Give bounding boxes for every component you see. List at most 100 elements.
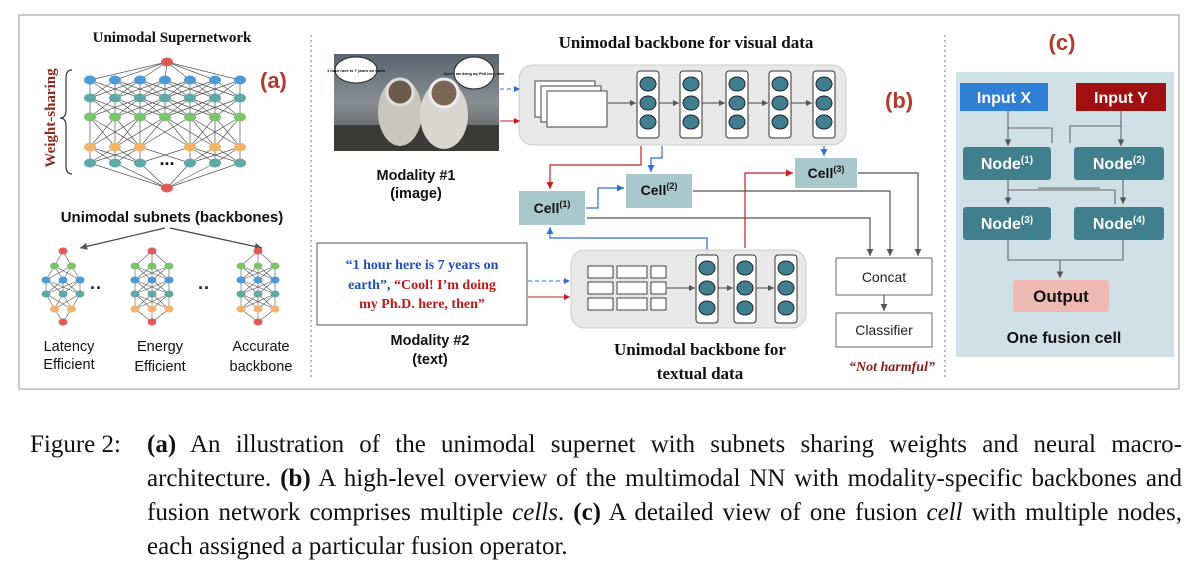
supernet-node: [84, 112, 96, 122]
textual-backbone-title-2: textual data: [657, 364, 744, 383]
visual-neuron: [815, 76, 833, 92]
caption-a-text: An illustration of the unimodal supernet…: [147, 431, 1182, 492]
supernet-node: [159, 75, 171, 85]
textual-backbone-title-1: Unimodal backbone for: [614, 340, 786, 359]
subnet-edge: [54, 293, 81, 310]
subnet-node: [58, 247, 68, 255]
supernet-node: [209, 75, 221, 85]
subnet-node: [164, 305, 174, 313]
subnets-title: Unimodal subnets (backbones): [61, 209, 284, 226]
classifier-label: Classifier: [855, 322, 913, 338]
subnet-node: [75, 290, 85, 298]
supernet-node: [161, 183, 173, 193]
modality1-line1: Modality #1: [377, 168, 456, 184]
subnet-node: [50, 262, 59, 270]
accurate-label-2: backbone: [230, 359, 293, 375]
subnet-node: [253, 262, 263, 270]
supernet-edge: [114, 97, 166, 118]
subnet-node: [164, 262, 174, 270]
subnet-node: [270, 305, 280, 313]
supernet-edge: [189, 79, 241, 99]
caption-a: (a): [147, 431, 177, 458]
textual-neuron: [698, 280, 716, 296]
supernet-node: [184, 158, 196, 168]
supernet-node: [84, 75, 96, 85]
prediction-label: “Not harmful”: [849, 360, 935, 375]
subnet-node: [130, 276, 140, 284]
modality-image: 1 hour here is 7 years on earth Cool! I …: [327, 54, 504, 151]
node-4-box: [1074, 207, 1164, 240]
subnet-ellipsis-2: ··: [198, 278, 210, 298]
subnet-node: [164, 290, 174, 298]
supernet-edge: [189, 116, 241, 148]
supernet-node: [234, 75, 246, 85]
subnet-node: [67, 262, 76, 270]
subnet-node: [130, 305, 140, 313]
supernet-edge: [139, 61, 168, 81]
supernet-graph: ...: [84, 57, 246, 193]
caption-b-end: .: [557, 499, 574, 526]
supernet-edge: [166, 61, 241, 81]
subnet-node: [147, 262, 157, 270]
concat-label: Concat: [862, 269, 906, 285]
subnet-graphs: [41, 247, 280, 326]
classifier-box: [835, 312, 933, 348]
subnet-edge: [134, 265, 170, 281]
figure-diagram: Unimodal Supernetwork (a) Weight-sharing…: [18, 14, 1180, 390]
speech-bubble-left: [334, 56, 378, 84]
supernet-edge: [89, 162, 168, 189]
energy-label-2: Efficient: [134, 359, 185, 375]
visual-neuron: [682, 95, 700, 111]
visual-backbone-title: Unimodal backbone for visual data: [559, 33, 814, 52]
output-label: Output: [1033, 287, 1089, 306]
textual-neuron: [698, 260, 716, 276]
supernet-edge: [114, 61, 168, 81]
bubble-right-text: Cool! I am doing my PhD here, then: [444, 72, 505, 76]
fusion-cell-edges: [1004, 111, 1127, 278]
supernet-edge: [189, 146, 241, 164]
visual-neuron: [682, 114, 700, 130]
caption-label: Figure 2:: [30, 431, 121, 458]
supernet-node: [184, 93, 196, 103]
cell-2-box: [626, 174, 692, 208]
visual-neuron: [771, 114, 789, 130]
input-y-label: Input Y: [1094, 90, 1148, 107]
cell-3-box: [795, 158, 857, 188]
subnet-node: [253, 318, 263, 326]
caption-b-text: A high-level overview of the multimodal …: [147, 465, 1182, 526]
subnet-edge: [240, 265, 276, 281]
subnet-node: [164, 276, 174, 284]
textual-neuron: [698, 300, 716, 316]
node-3-box: [963, 207, 1051, 240]
latency-label-2: Efficient: [43, 357, 94, 373]
subnet-node: [147, 290, 157, 298]
caption-b: (b): [280, 465, 311, 492]
supernet-node: [159, 112, 171, 122]
modality1-line2: (image): [390, 186, 442, 202]
textual-layers: [667, 254, 798, 324]
supernet-edge: [139, 162, 168, 189]
subnet-node: [41, 276, 51, 284]
supernet-edge: [139, 146, 191, 164]
fusion-cell-footer: One fusion cell: [1007, 330, 1122, 347]
node-2-box: [1074, 147, 1164, 180]
subnet-node: [130, 290, 140, 298]
subnet-edge: [134, 279, 170, 295]
supernet-edge: [189, 97, 241, 118]
textual-neuron: [736, 280, 754, 296]
supernet-edge: [166, 61, 216, 81]
node-1-box: [963, 147, 1051, 180]
supernet-edge: [114, 79, 166, 99]
supernet-node: [184, 75, 196, 85]
supernet-edge: [139, 116, 166, 148]
supernet-node: [234, 158, 246, 168]
cell-2-label: Cell(2): [641, 181, 678, 198]
supernet-node: [159, 93, 171, 103]
latency-label-1: Latency: [44, 339, 96, 355]
supernet-node: [84, 158, 96, 168]
caption-c-text: A detailed view of one fusion: [601, 499, 927, 526]
supernet-edge: [89, 61, 168, 81]
weight-sharing-brace: [59, 69, 73, 175]
supernet-node: [109, 112, 121, 122]
accurate-label-1: Accurate: [232, 339, 289, 355]
